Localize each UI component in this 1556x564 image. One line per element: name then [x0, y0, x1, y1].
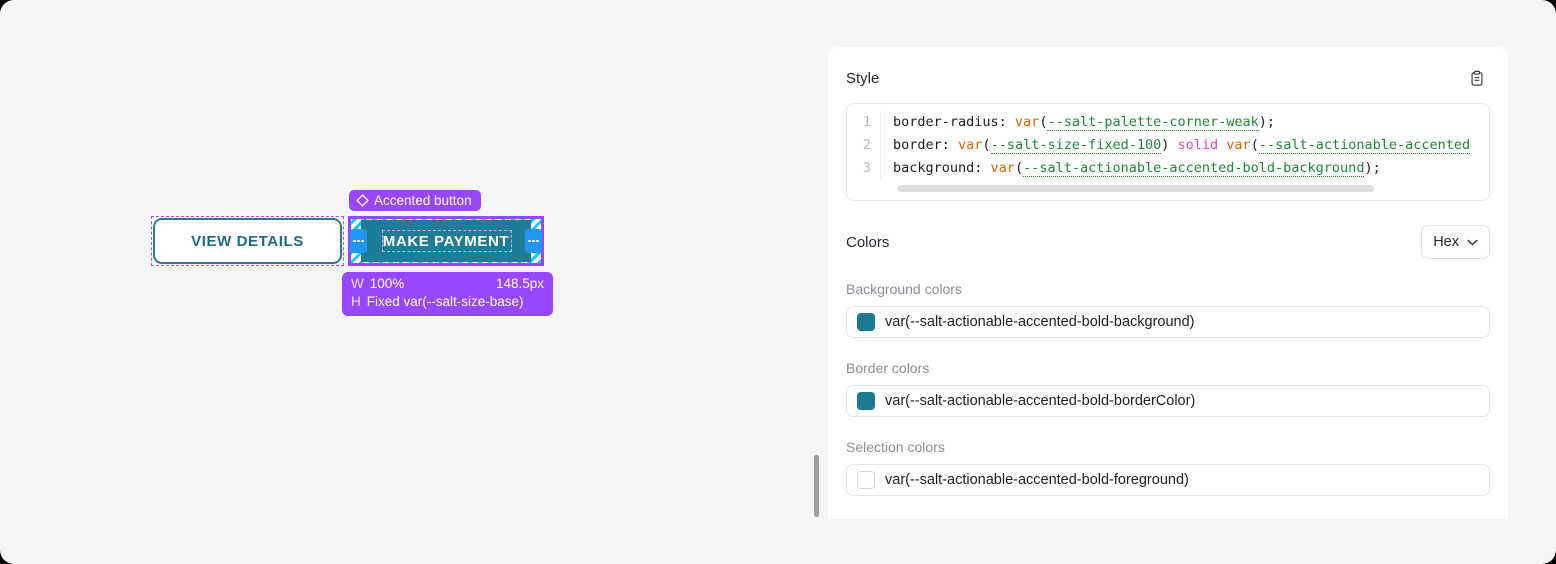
line-number: 1 — [862, 114, 871, 130]
color-format-value: Hex — [1433, 234, 1459, 250]
color-group-label: Background colors — [846, 281, 962, 297]
code-token: --salt-size-fixed-100 — [990, 137, 1162, 154]
color-token-value: var(--salt-actionable-accented-bold-fore… — [885, 472, 1189, 488]
view-details-button[interactable]: VIEW DETAILS — [153, 218, 342, 264]
diamond-icon — [356, 194, 369, 207]
code-horizontal-scrollbar[interactable] — [897, 185, 1374, 192]
style-section-header: Style — [846, 65, 1490, 91]
code-token: var — [958, 137, 983, 153]
design-canvas[interactable]: Accented button VIEW DETAILS MAKE PAYMEN… — [0, 0, 800, 564]
code-token: --salt-actionable-accented — [1258, 137, 1471, 154]
color-swatch[interactable] — [857, 392, 875, 410]
line-number: 3 — [862, 160, 871, 176]
color-token-value: var(--salt-actionable-accented-bold-bord… — [885, 393, 1196, 409]
width-value: 100% — [369, 276, 405, 291]
height-value: Fixed var(--salt-size-base) — [366, 294, 524, 309]
color-field[interactable]: var(--salt-actionable-accented-bold-back… — [846, 306, 1490, 338]
dot-icon — [532, 239, 535, 243]
code-line: background: var(--salt-actionable-accent… — [893, 157, 1489, 180]
code-token: ( — [982, 137, 991, 153]
width-key: W — [351, 276, 364, 291]
dot-icon — [361, 239, 364, 243]
color-field[interactable]: var(--salt-actionable-accented-bold-fore… — [846, 464, 1490, 496]
chevron-down-icon — [1467, 239, 1478, 245]
panel-scrollbar-thumb[interactable] — [814, 455, 819, 517]
colors-section-title: Colors — [846, 233, 890, 251]
style-section-title: Style — [846, 69, 880, 87]
code-token: ( — [1039, 114, 1048, 130]
code-token: ); — [1258, 114, 1276, 130]
color-field[interactable]: var(--salt-actionable-accented-bold-bord… — [846, 385, 1490, 417]
dot-icon — [353, 239, 356, 243]
color-token-value: var(--salt-actionable-accented-bold-back… — [885, 314, 1195, 330]
color-swatch[interactable] — [857, 313, 875, 331]
code-line: border: var(--salt-size-fixed-100) solid… — [893, 134, 1489, 157]
dot-icon — [357, 239, 360, 243]
colors-section-header: Colors Hex — [846, 225, 1490, 259]
code-token: border-radius: — [893, 114, 1015, 130]
clipboard-icon — [1471, 70, 1483, 86]
inspector-panel: Style 1 2 3 border-radius: var(--salt-pa… — [828, 47, 1508, 519]
code-token: var — [1014, 114, 1040, 130]
color-group-label: Border colors — [846, 360, 930, 376]
code-token: --salt-actionable-accented-bold-backgrou… — [1023, 160, 1365, 177]
code-token: ) — [1161, 137, 1178, 153]
code-token: background: — [893, 160, 991, 176]
code-token: ( — [1250, 137, 1259, 153]
dot-icon — [536, 239, 539, 243]
make-payment-button[interactable]: MAKE PAYMENT — [361, 220, 531, 262]
code-token: ); — [1364, 160, 1381, 176]
make-payment-label: MAKE PAYMENT — [382, 232, 510, 250]
dot-icon — [528, 239, 531, 243]
dimension-row-width: W 100% 148.5px — [351, 275, 544, 293]
color-group-label: Selection colors — [846, 439, 945, 455]
code-token: ( — [1014, 160, 1024, 176]
code-token: var — [990, 160, 1015, 176]
view-details-label: VIEW DETAILS — [191, 232, 304, 250]
color-format-select[interactable]: Hex — [1421, 225, 1490, 259]
dimension-row-height: H Fixed var(--salt-size-base) — [351, 293, 544, 311]
style-code-editor[interactable]: 1 2 3 border-radius: var(--salt-palette-… — [846, 103, 1490, 201]
component-badge[interactable]: Accented button — [349, 190, 481, 211]
code-content[interactable]: border-radius: var(--salt-palette-corner… — [881, 111, 1489, 180]
dimension-tooltip: W 100% 148.5px H Fixed var(--salt-size-b… — [342, 272, 553, 316]
code-token: --salt-palette-corner-weak — [1047, 114, 1259, 131]
color-groups: Background colors var(--salt-actionable-a… — [828, 281, 1508, 496]
width-pixels: 148.5px — [495, 276, 544, 291]
color-swatch[interactable] — [857, 471, 875, 489]
padding-handle-right[interactable] — [525, 229, 542, 253]
code-gutter: 1 2 3 — [847, 111, 881, 180]
padding-handle-left[interactable] — [350, 229, 367, 253]
height-key: H — [351, 294, 361, 309]
code-token: border: — [893, 137, 959, 153]
code-token: solid — [1177, 137, 1219, 153]
component-badge-label: Accented button — [374, 192, 472, 208]
code-line: border-radius: var(--salt-palette-corner… — [893, 111, 1489, 134]
line-number: 2 — [862, 137, 871, 153]
code-token: var — [1226, 137, 1251, 153]
copy-style-button[interactable] — [1464, 65, 1490, 91]
